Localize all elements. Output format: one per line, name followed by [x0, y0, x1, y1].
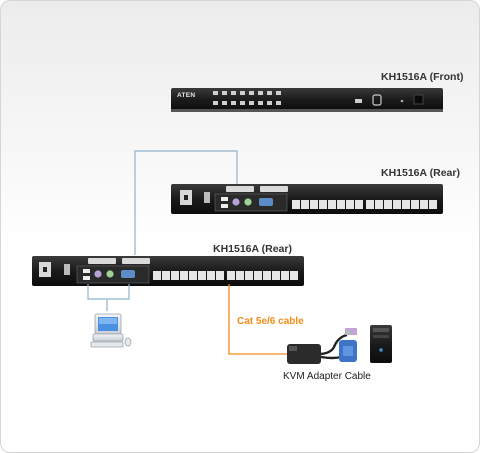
rear-top-daisy-out — [260, 186, 288, 192]
front-led — [400, 99, 404, 103]
front-usb-port — [355, 99, 362, 103]
rear-main-daisy-in — [88, 258, 116, 264]
kvm-rear-unit-top — [171, 184, 443, 214]
daisy-chain-link — [134, 150, 238, 255]
kvm-rear-unit-main — [32, 256, 304, 286]
rear-unit-top-label: KH1516A (Rear) — [381, 167, 460, 179]
console-link — [87, 284, 130, 300]
front-power-button — [372, 94, 382, 106]
brand-logo: ATEN — [177, 92, 196, 99]
rear-top-power-switch — [204, 192, 210, 203]
rear-main-daisy-out — [122, 258, 150, 264]
kvm-front-unit — [171, 88, 443, 112]
rear-top-daisy-in — [226, 186, 254, 192]
cat-cable — [228, 284, 287, 355]
front-reset — [413, 94, 424, 105]
kvm-adapter-cable-icon — [287, 328, 357, 364]
cable-type-label: Cat 5e/6 cable — [237, 316, 304, 327]
rear-main-power-switch — [64, 264, 70, 275]
rear-main-kvm-ports — [153, 271, 298, 280]
front-port-buttons — [213, 91, 281, 105]
adapter-label: KVM Adapter Cable — [283, 371, 371, 382]
console-pc-icon — [90, 313, 132, 348]
server-tower-icon — [370, 325, 392, 363]
front-unit-label: KH1516A (Front) — [381, 71, 464, 83]
rear-top-kvm-ports — [292, 200, 437, 209]
rear-unit-main-label: KH1516A (Rear) — [213, 243, 292, 255]
